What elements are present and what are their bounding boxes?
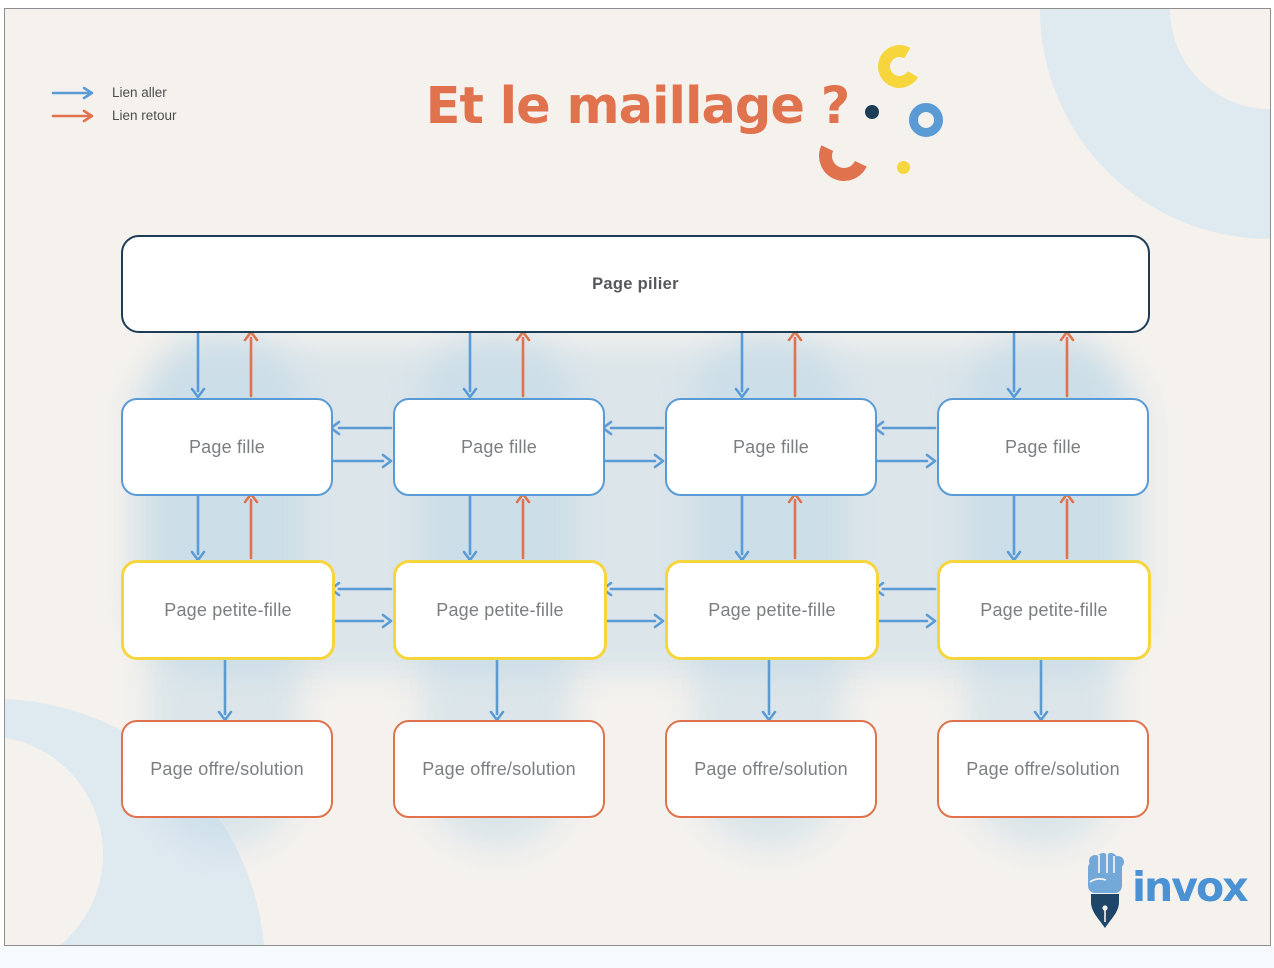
node-page-pilier: Page pilier (121, 235, 1150, 333)
legend-item-lien-aller: Lien aller (50, 85, 177, 100)
node-page-fille-4: Page fille (937, 398, 1149, 496)
legend-item-lien-retour: Lien retour (50, 108, 177, 123)
node-page-petite-fille-1: Page petite-fille (121, 560, 335, 660)
node-page-offre-solution-1: Page offre/solution (121, 720, 333, 818)
yellow-dot-icon (897, 161, 910, 174)
legend-label: Lien aller (112, 85, 167, 100)
page-title: Et le maillage ? (425, 77, 851, 136)
fist-pen-icon (1088, 853, 1124, 928)
blue-arrow-icon (51, 86, 94, 99)
legend: Lien aller Lien retour (50, 85, 177, 123)
node-page-fille-1: Page fille (121, 398, 333, 496)
node-page-fille-2: Page fille (393, 398, 605, 496)
app-background-strip (0, 946, 1274, 968)
node-page-offre-solution-2: Page offre/solution (393, 720, 605, 818)
node-page-fille-3: Page fille (665, 398, 877, 496)
slide-canvas: Lien aller Lien retour Et le maillage ? (4, 8, 1271, 946)
node-page-petite-fille-4: Page petite-fille (937, 560, 1151, 660)
orange-arrow-icon (51, 109, 94, 122)
blue-ring-icon (909, 103, 943, 137)
node-page-petite-fille-3: Page petite-fille (665, 560, 879, 660)
node-page-petite-fille-2: Page petite-fille (393, 560, 607, 660)
invox-logo: invox (1082, 849, 1249, 935)
navy-dot-icon (865, 105, 879, 119)
logo-wordmark: invox (1132, 863, 1249, 911)
legend-label: Lien retour (112, 108, 177, 123)
node-page-offre-solution-3: Page offre/solution (665, 720, 877, 818)
node-page-offre-solution-4: Page offre/solution (937, 720, 1149, 818)
